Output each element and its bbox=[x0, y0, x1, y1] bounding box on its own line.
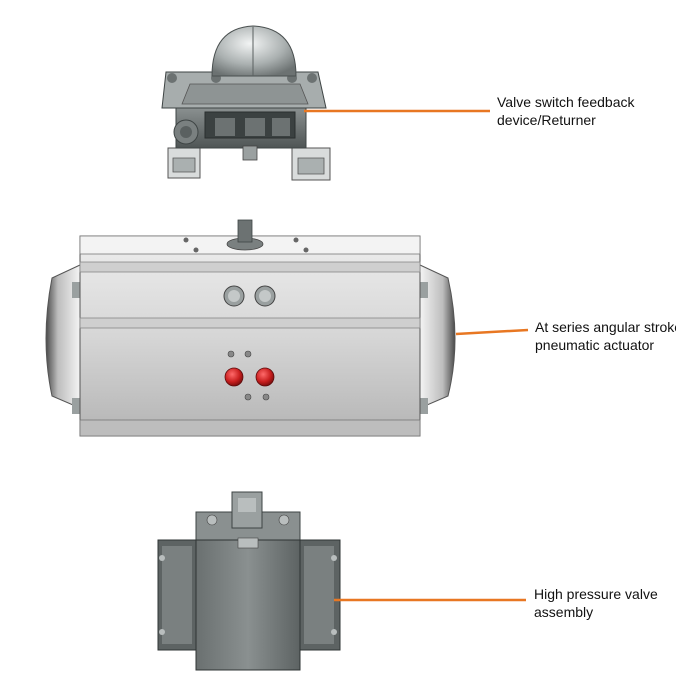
callout-label-switch-feedback: Valve switch feedback device/Returner bbox=[497, 93, 634, 129]
indicator-dome bbox=[211, 25, 297, 77]
callout-line: assembly bbox=[534, 604, 594, 620]
callout-label-valve: High pressure valve assembly bbox=[534, 585, 658, 621]
indicator-red-right bbox=[255, 367, 275, 387]
callout-line: device/Returner bbox=[497, 112, 596, 128]
end-cap-left bbox=[45, 264, 81, 409]
leader-line-actuator bbox=[455, 328, 529, 336]
pneumatic-actuator bbox=[45, 219, 456, 437]
callout-line: At series angular stroke bbox=[535, 319, 676, 335]
callout-line: Valve switch feedback bbox=[497, 94, 635, 110]
valve-body bbox=[195, 539, 301, 671]
indicator-red-left bbox=[224, 367, 244, 387]
end-cap-right bbox=[419, 264, 456, 409]
high-pressure-valve bbox=[157, 491, 341, 671]
callout-line: High pressure valve bbox=[534, 586, 658, 602]
callout-line: pneumatic actuator bbox=[535, 337, 655, 353]
switch-feedback-device bbox=[161, 25, 331, 181]
callout-label-actuator: At series angular stroke pneumatic actua… bbox=[535, 318, 676, 354]
